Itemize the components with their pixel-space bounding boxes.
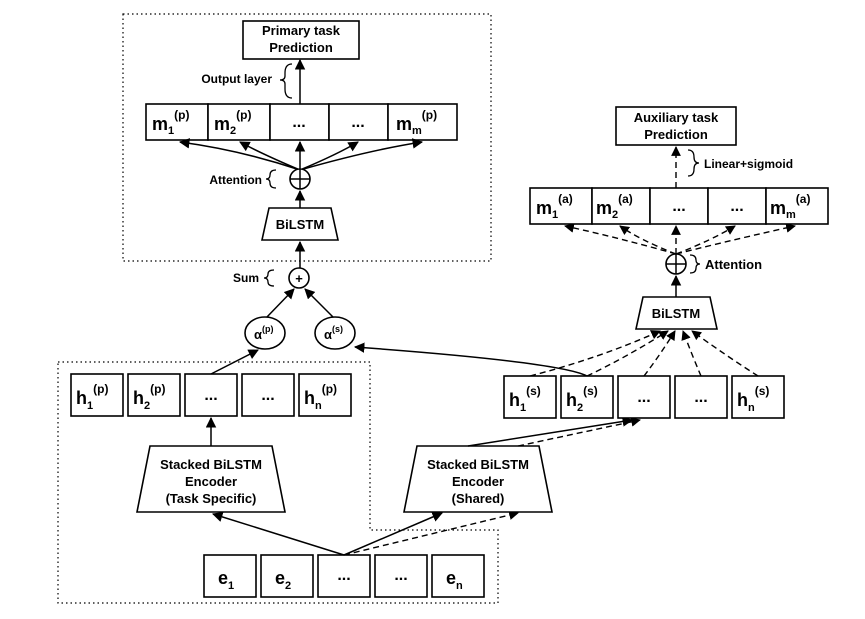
task-encoder-line2: Encoder bbox=[185, 474, 237, 489]
task-encoder-line3: (Task Specific) bbox=[166, 491, 257, 506]
aux-attention-label: Attention bbox=[705, 257, 762, 272]
task-hidden-h2: h2(p) bbox=[133, 382, 165, 412]
aux-memory-m1: m1(a) bbox=[536, 192, 573, 221]
embedding-cell bbox=[374, 554, 428, 598]
primary-memory-ellipsis: ... bbox=[351, 114, 364, 131]
embedding-ellipsis: ... bbox=[394, 567, 407, 584]
aux-output-label: Linear+sigmoid bbox=[704, 157, 793, 171]
aux-memory-cell bbox=[529, 187, 593, 225]
primary-attention-oplus bbox=[289, 168, 311, 190]
aux-attention-arrows bbox=[564, 223, 796, 255]
aux-memory-ellipsis: ... bbox=[730, 198, 743, 215]
primary-attention-arrows bbox=[178, 138, 424, 171]
embedding-ellipsis: ... bbox=[337, 567, 350, 584]
embedding-cell bbox=[317, 554, 371, 598]
embedding-cell bbox=[203, 554, 257, 598]
task-hidden-cell bbox=[127, 373, 181, 417]
primary-memory-mm: mm(p) bbox=[396, 108, 437, 137]
shared-encoder-line3: (Shared) bbox=[452, 491, 505, 506]
task-specific-hidden-row: h1(p) h2(p) ... ... hn(p) bbox=[70, 373, 352, 417]
aux-memory-m2: m2(a) bbox=[596, 192, 633, 221]
alpha-p-label: α(p) bbox=[254, 324, 274, 342]
shared-hidden-h1: h1(s) bbox=[509, 384, 541, 414]
shared-hidden-hn: hn(s) bbox=[737, 384, 769, 414]
task-hidden-h1: h1(p) bbox=[76, 382, 108, 412]
embedding-cell bbox=[431, 554, 485, 598]
task-hidden-ellipsis: ... bbox=[261, 387, 274, 404]
shared-hidden-cell bbox=[560, 375, 614, 419]
primary-attention-label: Attention bbox=[209, 173, 262, 187]
sum-label: Sum bbox=[233, 271, 259, 285]
primary-prediction-title: Primary task bbox=[262, 23, 341, 38]
shared-hidden-ellipsis: ... bbox=[694, 389, 707, 406]
aux-bilstm bbox=[635, 296, 718, 330]
primary-memory-cell bbox=[207, 103, 271, 141]
alpha-p-node bbox=[244, 316, 286, 350]
primary-memory-cell bbox=[387, 103, 458, 141]
task-hidden-cell bbox=[70, 373, 124, 417]
shared-hidden-row: h1(s) h2(s) ... ... hn(s) bbox=[503, 375, 785, 419]
shared-encoder-line2: Encoder bbox=[452, 474, 504, 489]
aux-prediction-box bbox=[615, 106, 737, 146]
shared-encoder-line1: Stacked BiLSTM bbox=[427, 457, 529, 472]
embedding-row: e1 e2 ... ... en bbox=[203, 554, 485, 598]
aux-bilstm-inputs bbox=[529, 330, 759, 377]
sum-symbol: + bbox=[295, 271, 303, 286]
embedding-en: en bbox=[446, 568, 463, 592]
aux-memory-cell bbox=[765, 187, 829, 225]
embedding-e2: e2 bbox=[275, 568, 291, 592]
shared-hidden-cell bbox=[503, 375, 557, 419]
task-hidden-ellipsis: ... bbox=[204, 387, 217, 404]
alpha-s-label: α(s) bbox=[324, 324, 343, 342]
embedding-e1: e1 bbox=[218, 568, 234, 592]
primary-memory-cell bbox=[269, 103, 330, 141]
aux-bilstm-label: BiLSTM bbox=[652, 306, 700, 321]
task-specific-encoder bbox=[136, 445, 286, 513]
primary-bilstm-label: BiLSTM bbox=[276, 217, 324, 232]
aux-memory-cell bbox=[649, 187, 709, 225]
task-hidden-cell bbox=[241, 373, 295, 417]
primary-memory-m2: m2(p) bbox=[214, 108, 251, 137]
alpha-s-node bbox=[314, 316, 356, 350]
task-hidden-cell bbox=[184, 373, 238, 417]
shared-encoder bbox=[403, 445, 553, 513]
output-layer-label: Output layer bbox=[201, 72, 272, 86]
aux-memory-ellipsis: ... bbox=[672, 198, 685, 215]
shared-hidden-cell bbox=[617, 375, 671, 419]
shared-hidden-ellipsis: ... bbox=[637, 389, 650, 406]
primary-task-group bbox=[122, 13, 492, 262]
aux-memory-mm: mm(a) bbox=[770, 192, 810, 221]
primary-prediction-subtitle: Prediction bbox=[269, 40, 333, 55]
primary-memory-m1: m1(p) bbox=[152, 108, 189, 137]
sum-node bbox=[288, 267, 310, 289]
primary-memory-row: m1(p) m2(p) ... ... mm(p) bbox=[145, 103, 458, 141]
task-specific-group bbox=[57, 361, 499, 604]
primary-memory-ellipsis: ... bbox=[292, 114, 305, 131]
aux-memory-row: m1(a) m2(a) ... ... mm(a) bbox=[529, 187, 829, 225]
task-hidden-hn: hn(p) bbox=[304, 382, 337, 412]
aux-attention-oplus bbox=[665, 253, 687, 275]
task-encoder-line1: Stacked BiLSTM bbox=[160, 457, 262, 472]
shared-hidden-cell bbox=[674, 375, 728, 419]
shared-hidden-h2: h2(s) bbox=[566, 384, 598, 414]
aux-prediction-subtitle: Prediction bbox=[644, 127, 708, 142]
task-hidden-cell bbox=[298, 373, 352, 417]
embedding-cell bbox=[260, 554, 314, 598]
primary-bilstm bbox=[261, 207, 339, 241]
aux-prediction-title: Auxiliary task bbox=[634, 110, 719, 125]
